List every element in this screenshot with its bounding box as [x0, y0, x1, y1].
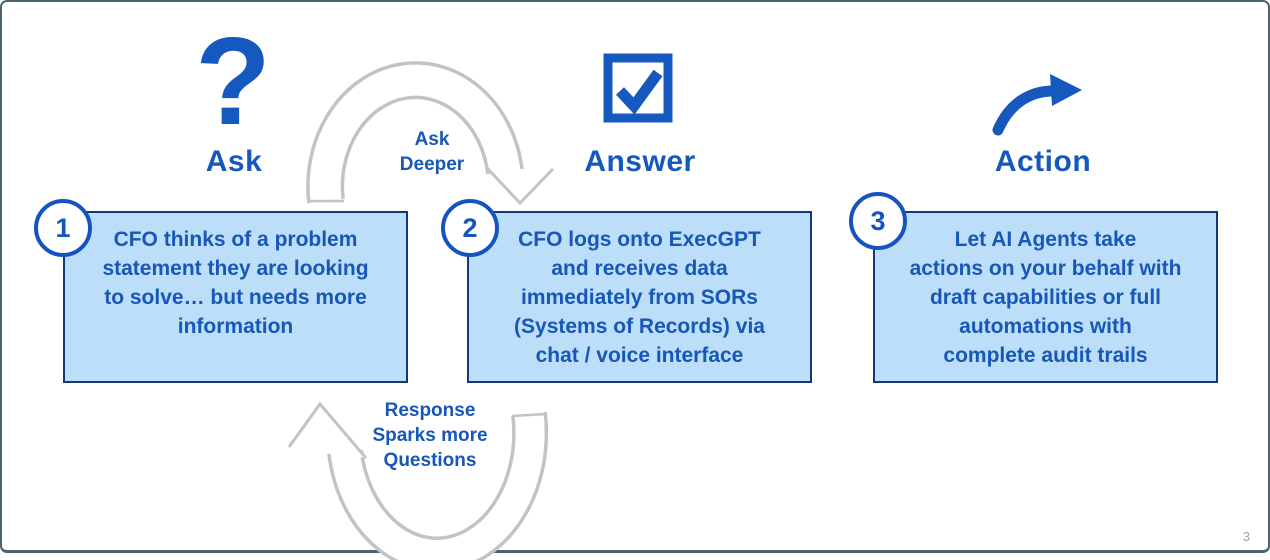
response-arrow-band-fill [330, 412, 545, 560]
ask-deeper-arrow-band-fill [309, 64, 521, 203]
ask-deeper-label: Ask Deeper [399, 129, 465, 175]
step-heading-ask: Ask [205, 145, 263, 178]
ask-deeper-arrowhead-outline [486, 167, 555, 206]
checkbox-icon [603, 53, 673, 123]
step-box-2: CFO logs onto ExecGPT and receives data … [467, 211, 812, 383]
action-arrow-icon [992, 74, 1082, 136]
action-arrowhead [1050, 74, 1082, 106]
response-arrowhead-outline [287, 401, 368, 459]
step-box-3: Let AI Agents take actions on your behal… [873, 211, 1218, 383]
question-mark-icon: ? [195, 13, 271, 151]
response-sparks-label: Response Sparks more Questions [372, 400, 488, 471]
step-body-3: Let AI Agents take actions on your behal… [909, 228, 1182, 367]
response-arrowhead-fill [289, 404, 366, 458]
checkbox-checkmark [615, 69, 663, 115]
step-number-badge-3: 3 [849, 192, 907, 250]
slide-number: 3 [1242, 529, 1250, 544]
step-number-badge-2: 2 [441, 199, 499, 257]
step-number-badge-1: 1 [34, 199, 92, 257]
step-box-1: CFO thinks of a problem statement they a… [63, 211, 408, 383]
action-arrow-curve [992, 85, 1062, 136]
step-body-2: CFO logs onto ExecGPT and receives data … [514, 228, 765, 367]
response-loop-arrow-icon [287, 401, 549, 560]
step-heading-action: Action [994, 145, 1092, 178]
ask-deeper-arrow-icon [306, 61, 555, 206]
response-arrow-tail-cut [511, 412, 547, 418]
ask-deeper-arrowhead-fill [488, 169, 553, 203]
step-body-1: CFO thinks of a problem statement they a… [102, 228, 369, 338]
step-heading-answer: Answer [584, 145, 696, 178]
